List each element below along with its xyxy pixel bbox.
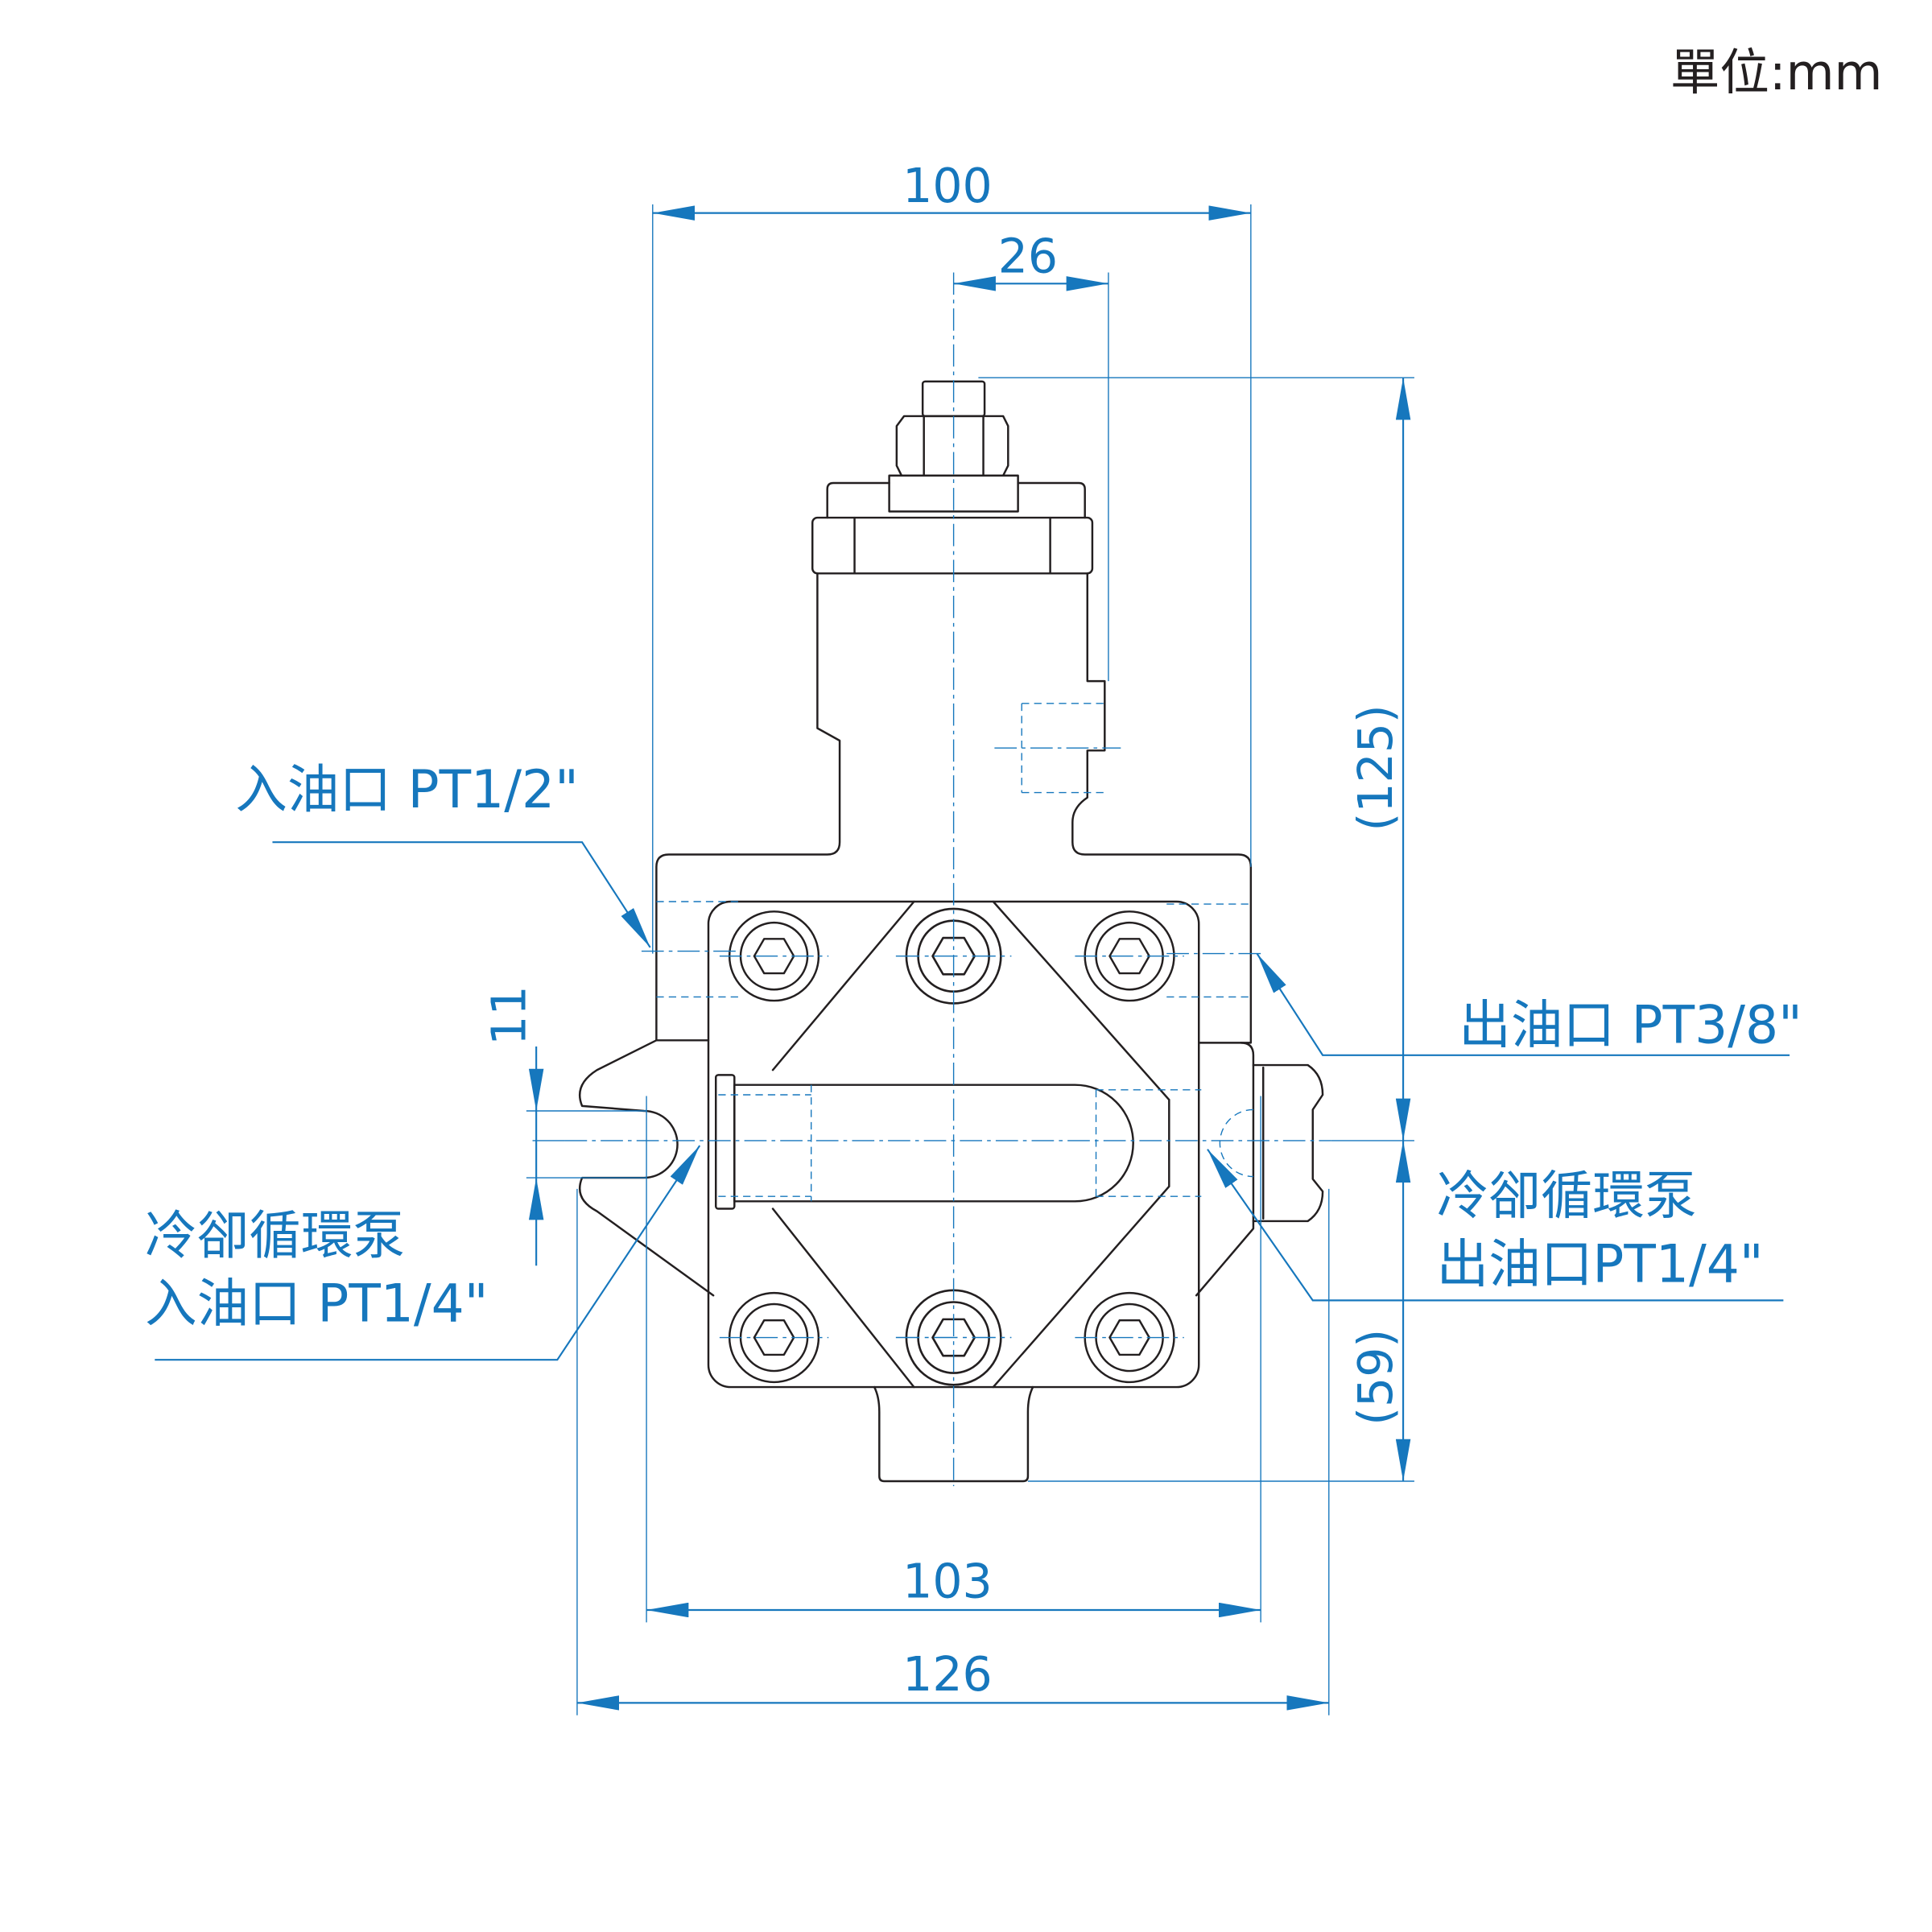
cooling-outlet-arc-hidden bbox=[1219, 1108, 1253, 1178]
cooling-inlet-label-line2: 入油口 PT1/4" bbox=[145, 1274, 488, 1335]
tower-right bbox=[1071, 572, 1253, 1044]
bolt-bottom-right bbox=[1074, 1291, 1186, 1384]
inlet-leader bbox=[272, 841, 651, 948]
dimension-values: 100 26 (125) (59) 11 103 126 bbox=[481, 159, 1403, 1702]
bolt-bottom-left bbox=[718, 1291, 830, 1384]
cooling-outlet-leader bbox=[1207, 1149, 1784, 1302]
cooling-outlet-label-line1: 冷卻循環泵 bbox=[1437, 1166, 1697, 1227]
dim-text-103: 103 bbox=[902, 1554, 993, 1609]
bolt-top-right bbox=[1074, 910, 1186, 1002]
dim-text-59: (59) bbox=[1348, 1329, 1403, 1426]
dim-text-26: 26 bbox=[998, 229, 1058, 283]
outlet-port-hidden bbox=[1166, 903, 1251, 998]
cooling-inlet-leader bbox=[155, 1145, 701, 1361]
dim-text-100: 100 bbox=[902, 159, 993, 213]
cap-top bbox=[826, 481, 1086, 519]
foot bbox=[873, 1385, 1034, 1483]
outlet-label: 出油口 PT3/8" bbox=[1459, 995, 1802, 1055]
inlet-label: 入油口 PT1/2" bbox=[235, 760, 579, 820]
cooling-outlet-port-block bbox=[1252, 1063, 1324, 1223]
slot bbox=[733, 1084, 1134, 1203]
cooling-outlet-label-line2: 出油口PT1/4" bbox=[1437, 1234, 1764, 1294]
callouts: 入油口 PT1/2" 出油口 PT3/8" 冷卻循環泵 入油口 PT1/4" 冷… bbox=[145, 760, 1802, 1361]
cooling-outlet-hidden bbox=[1095, 1089, 1202, 1197]
cooling-inlet-hidden bbox=[718, 1084, 812, 1202]
unit-label: 單位:mm bbox=[1670, 43, 1883, 101]
pump-body bbox=[578, 380, 1324, 1483]
dim-text-11: 11 bbox=[481, 985, 536, 1045]
outlet-leader bbox=[1256, 953, 1790, 1056]
left-ear bbox=[578, 1039, 715, 1297]
tower-left bbox=[655, 572, 841, 1042]
dim-text-125: (125) bbox=[1348, 704, 1403, 831]
right-ear bbox=[1195, 1042, 1255, 1297]
slot-end-cap bbox=[715, 1074, 736, 1210]
washer bbox=[888, 474, 1019, 513]
bolt-top-left bbox=[718, 910, 830, 1002]
cap bbox=[811, 516, 1094, 575]
lock-nut bbox=[895, 415, 1009, 477]
inlet-port-hidden bbox=[656, 901, 741, 998]
extension-lines bbox=[526, 204, 1414, 1715]
dimension-lines bbox=[528, 205, 1411, 1711]
cover-diamond bbox=[771, 900, 1170, 1389]
cooling-inlet-label-line1: 冷卻循環泵 bbox=[145, 1206, 405, 1266]
dim-text-126: 126 bbox=[902, 1647, 993, 1702]
side-port-hidden bbox=[1021, 703, 1108, 794]
cap-bolt-lines bbox=[853, 516, 1051, 575]
hidden-lines bbox=[564, 272, 1331, 1487]
